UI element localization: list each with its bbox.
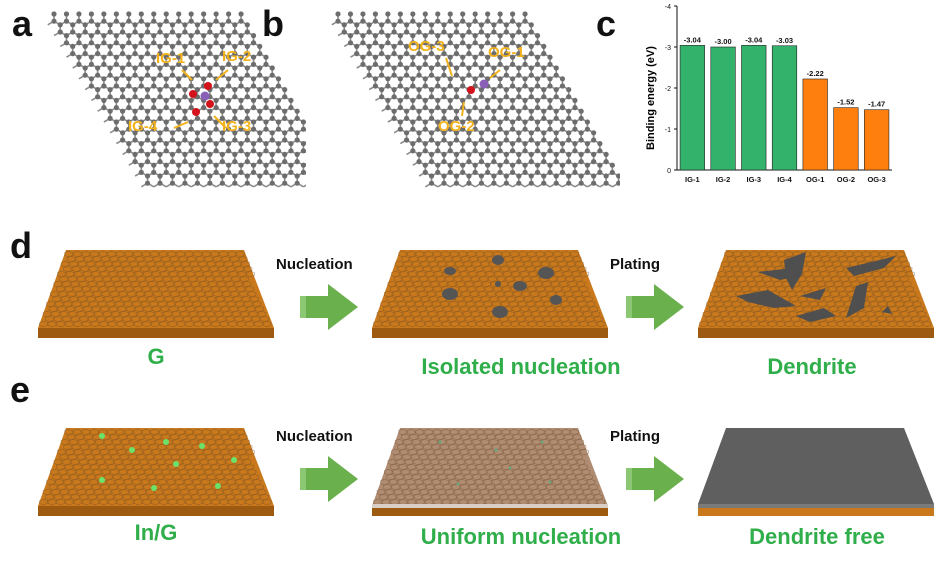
arrow-right-icon [300, 456, 358, 502]
carbon-atoms [331, 11, 620, 188]
arrow-right-icon [300, 284, 358, 330]
bar-value-label: -3.04 [684, 35, 702, 44]
adatoms-a [189, 82, 214, 116]
x-tick-label: OG-2 [837, 175, 855, 184]
arrow-right-icon [626, 284, 684, 330]
site-arrows-a [173, 69, 229, 129]
caption-g: G [147, 344, 165, 369]
site-label-ig3: IG-3 [222, 118, 252, 135]
panel-letter-c: c [596, 3, 617, 44]
step-label-plating-e: Plating [610, 428, 661, 445]
y-tick-label: 0 [667, 168, 671, 175]
arrow-right-icon [626, 456, 684, 502]
dendrites [736, 252, 896, 322]
panel-letter-b: b [262, 3, 284, 44]
isolated-nucleation-substrate [372, 250, 608, 338]
arrow-og3 [445, 57, 453, 77]
graphene-lattice-a [47, 11, 306, 188]
site-label-ig2: IG-2 [222, 48, 252, 65]
bar-ig-4 [771, 45, 798, 171]
x-tick-label: IG-4 [777, 175, 792, 184]
y-tick-label: -2 [665, 86, 671, 93]
step-label-nucleation-e: Nucleation [276, 428, 353, 445]
bar-value-label: -1.52 [837, 98, 854, 107]
isolated-nuclei [442, 255, 562, 318]
arrow-ig4 [173, 121, 189, 129]
arrow-ig1 [181, 69, 193, 81]
indium-atom-b [479, 79, 489, 89]
graphene-substrate-d1 [38, 250, 274, 338]
x-tick-label: IG-1 [685, 175, 700, 184]
arrow-ig2 [215, 69, 229, 81]
site-label-og1: OG-1 [488, 44, 525, 61]
caption-uniform-nucleation: Uniform nucleation [420, 524, 622, 549]
x-tick-label: OG-1 [806, 175, 824, 184]
dendrite-free-substrate [698, 428, 934, 516]
in-g-substrate [38, 428, 274, 516]
bar-og-1 [802, 78, 828, 171]
binding-energy-chart: 0-1-2-3-4 -3.04IG-1-3.00IG-2-3.04IG-3-3.… [645, 4, 892, 184]
indium-atom-a [200, 91, 210, 101]
site-label-ig1: IG-1 [156, 50, 186, 67]
bar-value-label: -3.03 [776, 36, 793, 45]
x-tick-label: OG-3 [867, 175, 885, 184]
caption-dendrite-free: Dendrite free [749, 524, 885, 549]
chart-y-axis-label: Binding energy (eV) [645, 46, 657, 150]
bar-value-label: -3.04 [745, 35, 763, 44]
panel-letter-e: e [10, 369, 31, 410]
bar-value-label: -1.47 [868, 100, 885, 109]
site-arrows-b [445, 57, 501, 117]
x-tick-label: IG-3 [746, 175, 761, 184]
caption-dendrite: Dendrite [767, 354, 857, 379]
site-label-ig4: IG-4 [128, 118, 158, 135]
indium-dopants [99, 433, 237, 491]
y-tick-label: -1 [665, 127, 671, 134]
dendrite-substrate [698, 250, 934, 338]
bar-ig-3 [741, 45, 767, 171]
panel-letter-d: d [10, 225, 32, 266]
oxygen-atom-b [467, 86, 475, 94]
bar-value-label: -3.00 [715, 37, 732, 46]
site-label-og2: OG-2 [438, 118, 475, 135]
step-label-plating-d: Plating [610, 256, 661, 273]
carbon-atoms [47, 11, 306, 188]
uniform-nucleation-substrate [372, 428, 608, 516]
bar-og-2 [833, 107, 859, 171]
arrow-ig3 [213, 115, 227, 129]
arrow-og1 [489, 69, 501, 79]
caption-isolated-nucleation: Isolated nucleation [421, 354, 621, 379]
x-tick-label: IG-2 [716, 175, 731, 184]
arrow-og2 [461, 101, 465, 117]
panel-letter-a: a [12, 3, 33, 44]
bar-ig-1 [679, 45, 705, 171]
caption-in-g: In/G [134, 520, 178, 545]
bar-value-label: -2.22 [807, 69, 824, 78]
y-tick-label: -4 [665, 4, 671, 11]
bar-og-3 [864, 109, 890, 171]
step-label-nucleation-d: Nucleation [276, 256, 353, 273]
bar-ig-2 [710, 46, 736, 171]
site-label-og3: OG-3 [408, 38, 445, 55]
chart-bars [679, 45, 890, 171]
graphene-lattice-b [331, 11, 620, 188]
y-tick-label: -3 [665, 45, 671, 52]
